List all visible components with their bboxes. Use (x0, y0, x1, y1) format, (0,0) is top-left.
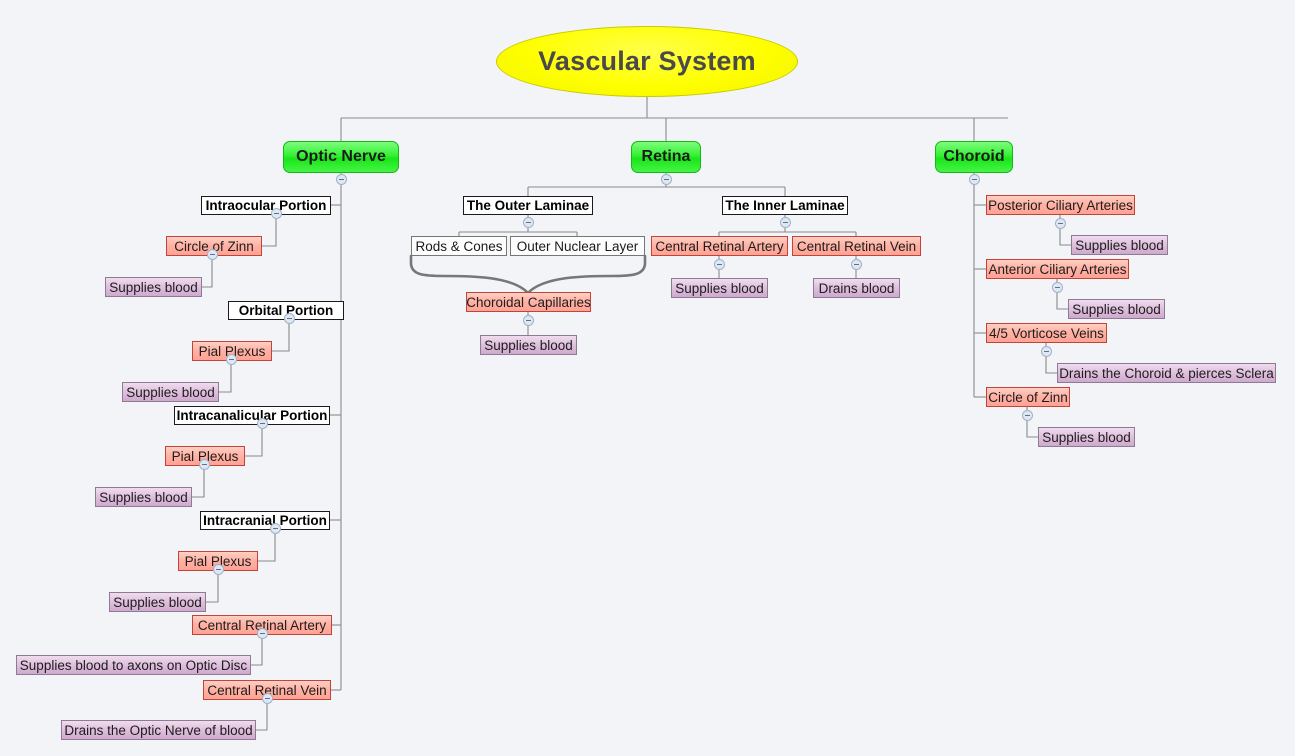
collapse-toggle-circle-of-zinn-choroid[interactable] (1022, 410, 1033, 421)
node-drains-choroid-pierces-sclera[interactable]: Drains the Choroid & pierces Sclera (1057, 363, 1276, 383)
node-label: Supplies blood (1072, 301, 1161, 317)
node-label: Pial Plexus (171, 448, 239, 464)
node-supplies-blood-circle-of-zinn[interactable]: Supplies blood (105, 277, 202, 297)
node-supplies-blood-circle-of-zinn-choroid[interactable]: Supplies blood (1038, 427, 1135, 447)
collapse-toggle-pial-plexus-intracanalicular[interactable] (199, 459, 210, 470)
node-label: Rods & Cones (415, 238, 503, 254)
node-posterior-ciliary-arteries[interactable]: Posterior Ciliary Arteries (986, 195, 1135, 215)
node-label: Intracanalicular Portion (176, 408, 328, 423)
node-the-inner-laminae[interactable]: The Inner Laminae (722, 196, 848, 215)
node-supplies-blood-pial-plexus-orbital[interactable]: Supplies blood (122, 382, 219, 402)
node-label: Circle of Zinn (988, 389, 1068, 405)
node-label: Central Retinal Vein (207, 682, 327, 698)
collapse-toggle-vorticose-veins[interactable] (1041, 346, 1052, 357)
node-label: Supplies blood (484, 337, 573, 353)
collapse-toggle-pial-plexus-orbital[interactable] (226, 354, 237, 365)
node-label: Supplies blood to axons on Optic Disc (19, 657, 248, 673)
collapse-toggle-retina[interactable] (661, 174, 672, 185)
node-label: 4/5 Vorticose Veins (989, 325, 1104, 341)
node-drains-optic-nerve-of-blood[interactable]: Drains the Optic Nerve of blood (61, 720, 256, 740)
node-outer-nuclear-layer[interactable]: Outer Nuclear Layer (510, 236, 645, 256)
node-supplies-blood-anterior-ciliary[interactable]: Supplies blood (1068, 299, 1165, 319)
node-label: Supplies blood (126, 384, 215, 400)
collapse-toggle-anterior-ciliary-arteries[interactable] (1052, 282, 1063, 293)
node-orbital-portion[interactable]: Orbital Portion (228, 301, 344, 320)
branch-node-retina[interactable]: Retina (631, 141, 701, 173)
node-label: Central Retinal Vein (796, 238, 917, 254)
node-label: Central Retinal Artery (197, 617, 327, 633)
node-supplies-blood-choroidal-capillaries[interactable]: Supplies blood (480, 335, 577, 355)
node-label: Pial Plexus (184, 553, 252, 569)
node-drains-blood-central-retinal-vein[interactable]: Drains blood (813, 278, 900, 298)
node-supplies-blood-pial-plexus-intracranial[interactable]: Supplies blood (109, 592, 206, 612)
node-intraocular-portion[interactable]: Intraocular Portion (201, 196, 331, 215)
node-supplies-blood-central-retinal-artery[interactable]: Supplies blood (671, 278, 768, 298)
collapse-toggle-central-retinal-artery-optic[interactable] (257, 628, 268, 639)
node-circle-of-zinn-choroid[interactable]: Circle of Zinn (986, 387, 1070, 407)
node-label: Supplies blood (109, 279, 198, 295)
branch-label-optic-nerve: Optic Nerve (296, 148, 386, 165)
node-label: Outer Nuclear Layer (516, 238, 639, 254)
node-label: Drains blood (818, 280, 895, 296)
node-label: Posterior Ciliary Arteries (988, 197, 1133, 213)
collapse-toggle-circle-of-zinn-optic[interactable] (207, 249, 218, 260)
branch-label-retina: Retina (641, 148, 691, 165)
branch-node-optic-nerve[interactable]: Optic Nerve (283, 141, 399, 173)
node-central-retinal-vein-optic[interactable]: Central Retinal Vein (203, 680, 331, 700)
collapse-toggle-central-retinal-artery-retina[interactable] (714, 259, 725, 270)
root-label: Vascular System (538, 46, 756, 76)
node-label: Supplies blood (1075, 237, 1164, 253)
collapse-toggle-orbital-portion[interactable] (284, 313, 295, 324)
collapse-toggle-the-outer-laminae[interactable] (523, 217, 534, 228)
node-label: Pial Plexus (198, 343, 266, 359)
node-the-outer-laminae[interactable]: The Outer Laminae (463, 196, 593, 215)
node-label: Central Retinal Artery (655, 238, 784, 254)
collapse-toggle-intraocular-portion[interactable] (271, 208, 282, 219)
collapse-toggle-choroidal-capillaries[interactable] (523, 315, 534, 326)
node-label: Drains the Choroid & pierces Sclera (1059, 365, 1274, 381)
collapse-toggle-central-retinal-vein-optic[interactable] (262, 693, 273, 704)
collapse-toggle-the-inner-laminae[interactable] (780, 217, 791, 228)
node-anterior-ciliary-arteries[interactable]: Anterior Ciliary Arteries (986, 259, 1129, 279)
collapse-toggle-intracanalicular-portion[interactable] (257, 418, 268, 429)
node-central-retinal-artery-optic[interactable]: Central Retinal Artery (192, 615, 332, 635)
node-label: Supplies blood (99, 489, 188, 505)
node-label: The Outer Laminae (466, 198, 590, 213)
collapse-toggle-pial-plexus-intracranial[interactable] (213, 564, 224, 575)
collapse-toggle-intracranial-portion[interactable] (270, 523, 281, 534)
node-central-retinal-vein-retina[interactable]: Central Retinal Vein (792, 236, 921, 256)
collapse-toggle-posterior-ciliary-arteries[interactable] (1055, 218, 1066, 229)
node-intracanalicular-portion[interactable]: Intracanalicular Portion (174, 406, 330, 425)
node-label: Choroidal Capillaries (466, 294, 591, 310)
node-supplies-blood-posterior-ciliary[interactable]: Supplies blood (1071, 235, 1168, 255)
node-label: Anterior Ciliary Arteries (988, 261, 1127, 277)
node-vorticose-veins[interactable]: 4/5 Vorticose Veins (986, 323, 1107, 343)
node-label: Orbital Portion (238, 303, 334, 318)
node-label: Intraocular Portion (205, 198, 327, 213)
collapse-toggle-choroid[interactable] (969, 174, 980, 185)
node-label: Supplies blood (675, 280, 764, 296)
branch-label-choroid: Choroid (943, 148, 1005, 165)
root-node-vascular-system[interactable]: Vascular System (496, 26, 798, 97)
branch-node-choroid[interactable]: Choroid (935, 141, 1013, 173)
collapse-toggle-optic-nerve[interactable] (336, 174, 347, 185)
node-choroidal-capillaries[interactable]: Choroidal Capillaries (466, 292, 591, 312)
node-central-retinal-artery-retina[interactable]: Central Retinal Artery (651, 236, 788, 256)
collapse-toggle-central-retinal-vein-retina[interactable] (851, 259, 862, 270)
node-supplies-blood-to-axons[interactable]: Supplies blood to axons on Optic Disc (16, 655, 251, 675)
node-intracranial-portion[interactable]: Intracranial Portion (200, 511, 330, 530)
node-label: Drains the Optic Nerve of blood (64, 722, 253, 738)
node-pial-plexus-intracanalicular[interactable]: Pial Plexus (165, 446, 245, 466)
node-label: The Inner Laminae (725, 198, 845, 213)
node-label: Circle of Zinn (174, 238, 254, 254)
node-label: Intracranial Portion (203, 513, 327, 528)
node-label: Supplies blood (1042, 429, 1131, 445)
node-rods-and-cones[interactable]: Rods & Cones (411, 236, 507, 256)
node-supplies-blood-pial-plexus-intracanalicular[interactable]: Supplies blood (95, 487, 192, 507)
node-label: Supplies blood (113, 594, 202, 610)
